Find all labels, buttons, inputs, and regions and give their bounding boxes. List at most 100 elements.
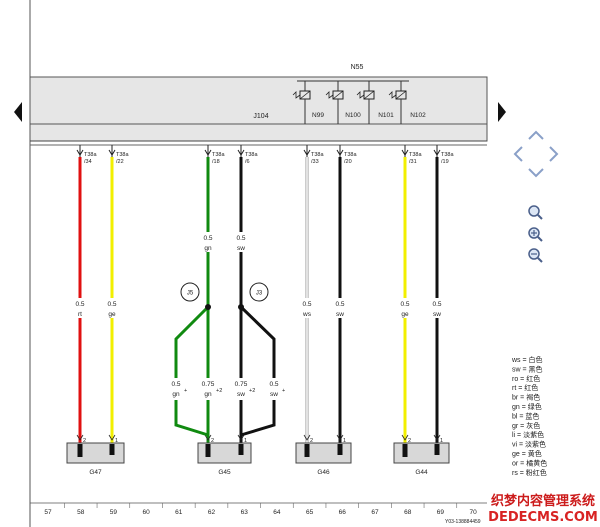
pin-arrow-icon [108,434,116,441]
branch-gauge: 0.75 [235,381,248,388]
pin-label: T38a [409,152,422,158]
label-bg [106,298,118,318]
connector-pin [205,444,211,457]
pin-arrow-icon [433,434,441,441]
legend-entry: rt = 红色 [512,383,538,392]
sensor-connector [393,442,450,464]
branch-color-code: sw [237,391,245,398]
connector-pin [337,444,343,455]
junction-label: J5 [187,291,194,297]
right-arrow-icon[interactable] [549,146,559,162]
pin-number: /34 [84,159,92,165]
connector-pin [109,444,115,455]
branch-color-code: gn [204,391,212,398]
legend-entry: ge = 黄色 [512,449,542,458]
pan-control[interactable] [513,130,559,178]
control-unit-label: J104 [253,113,268,120]
pin-number: /20 [344,159,352,165]
wire-color-code: sw [433,311,441,318]
wire-gauge: 0.5 [236,235,245,242]
pin-number: /31 [409,159,417,165]
label-bg [234,378,248,400]
connector-pin [434,444,440,455]
junction-label: J3 [256,291,263,297]
ruler-number: 64 [273,509,281,516]
prev-page-arrow[interactable] [14,102,22,122]
connector-pin [304,444,310,457]
junction-marker [180,282,200,302]
ruler-number: 67 [371,509,379,516]
valve-label: N100 [345,112,361,119]
junction-marker [249,282,269,302]
solenoid-diag [332,90,344,100]
connector-pin-number: 1 [244,438,247,444]
ruler-number: 63 [241,509,249,516]
pin-label: T38a [212,152,225,158]
solenoid-diag [299,90,311,100]
branch-wire-gn [174,305,210,437]
pin-number: /22 [116,159,124,165]
label-bg [74,298,86,318]
ruler-number: 69 [437,509,445,516]
legend-entry: or = 橘黄色 [512,458,547,467]
sensor-connector [197,442,252,464]
watermark-bg [487,491,600,527]
branch-mark: + [184,388,187,394]
ruler-number: 61 [175,509,183,516]
solenoid-diag [363,90,375,100]
connector-pin-number: 1 [440,438,443,444]
connector-pin [238,444,244,455]
pin-number: /33 [311,159,319,165]
watermark-url: DEDECMS.COM [488,510,598,525]
zoom-out-icon[interactable] [528,248,543,263]
pin-arrow-icon [336,434,344,441]
pin-label: T38a [245,152,258,158]
legend-entry: gn = 绿色 [512,402,542,411]
wire-color-code: ws [302,311,312,318]
ruler-number: 58 [77,509,85,516]
connector-pin-number: 2 [83,438,86,444]
ruler-number: 59 [110,509,118,516]
zoom-in-icon[interactable] [528,227,543,242]
branch-gauge: 0.5 [269,381,278,388]
wire-color-code: sw [237,245,245,252]
label-bg [431,298,443,318]
magnifier-icon[interactable] [528,205,543,220]
ruler-number: 70 [469,509,477,516]
junction-dot [238,304,244,310]
connector-pin-number: 2 [310,438,313,444]
connector-pin [77,444,83,457]
wire-color-code: gn [204,245,212,252]
ruler-number: 57 [44,509,52,516]
control-unit-housing [29,76,488,142]
legend-entry: ro = 红色 [512,374,540,383]
branch-gauge: 0.75 [202,381,215,388]
pin-arrow-icon [204,434,212,441]
pin-number: /19 [441,159,449,165]
pin-label: T38a [311,152,324,158]
up-arrow-icon[interactable] [528,130,544,140]
left-arrow-icon[interactable] [513,146,523,162]
next-page-arrow[interactable] [498,102,506,122]
wire-gauge: 0.5 [400,301,409,308]
down-arrow-icon[interactable] [528,168,544,178]
label-bg [235,232,247,252]
pin-label: T38a [344,152,357,158]
sensor-label: G45 [218,469,231,476]
wire-gauge: 0.5 [203,235,212,242]
connector-pin-number: 2 [408,438,411,444]
legend-entry: bl = 蓝色 [512,411,539,420]
solenoid-diag [395,90,407,100]
pin-arrow-icon [237,434,245,441]
valve-label: N99 [312,112,324,119]
valve-symbol-icon [388,91,397,99]
label-bg [169,378,183,400]
connector-pin-number: 1 [343,438,346,444]
branch-color-code: gn [172,391,180,398]
branch-color-code: sw [270,391,278,398]
sensor-label: G44 [415,469,428,476]
